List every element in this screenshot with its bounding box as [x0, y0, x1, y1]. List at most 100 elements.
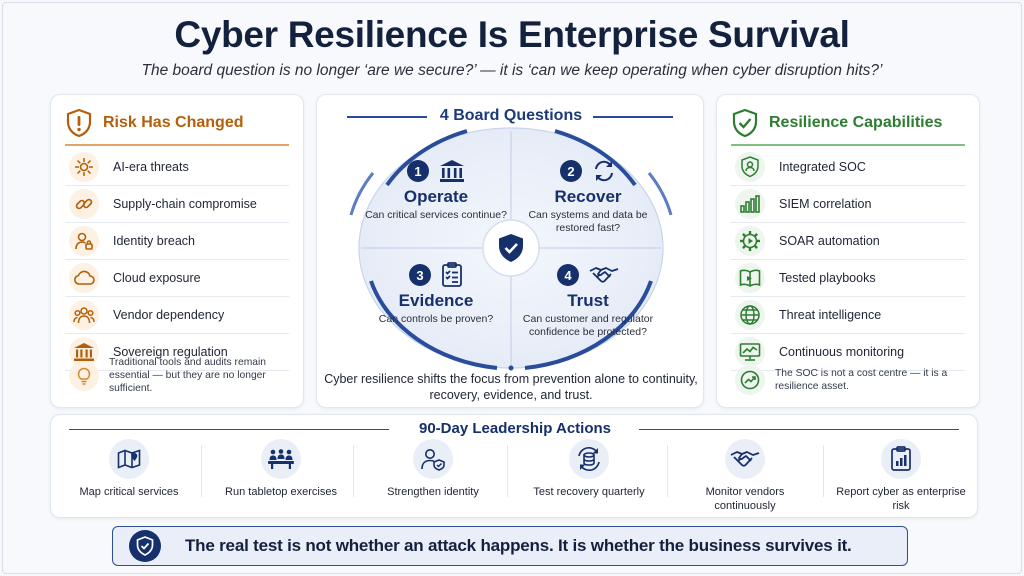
question-text: Can critical services continue?: [365, 209, 507, 221]
action-label: Map critical services: [79, 486, 179, 498]
risk-heading: Risk Has Changed: [103, 114, 244, 131]
question-text: Can controls be proven?: [378, 313, 494, 325]
action-label: Report cyber as enterprise risk: [836, 486, 966, 512]
bank-icon: [440, 160, 464, 182]
action-item: Run tabletop exercises: [211, 439, 351, 499]
question-number: 3: [409, 264, 431, 286]
question-title: Evidence: [398, 291, 474, 310]
question-trust: 4 Trust Can customer and regulator confi…: [513, 261, 663, 339]
question-operate: 1 Operate Can critical services continue…: [361, 157, 511, 222]
risk-item: Sovereign regulation: [65, 334, 289, 371]
globe-icon: [735, 300, 765, 330]
bottom-banner: The real test is not whether an attack h…: [112, 526, 908, 566]
meeting-table-icon: [261, 439, 301, 479]
risk-item-label: Sovereign regulation: [113, 345, 228, 359]
refresh-icon: [595, 160, 613, 182]
risk-heading-rule: [65, 144, 289, 146]
question-evidence: 3 Evidence Can controls be proven?: [361, 261, 511, 326]
book-icon: [735, 263, 765, 293]
divider: [353, 445, 354, 497]
risk-item-label: Identity breach: [113, 234, 195, 248]
action-label: Strengthen identity: [387, 486, 479, 498]
page-subtitle: The board question is no longer ‘are we …: [141, 62, 883, 79]
risk-note: Traditional tools and audits remain esse…: [65, 356, 293, 395]
action-item: Monitor vendors continuously: [675, 439, 815, 513]
action-item: Test recovery quarterly: [519, 439, 659, 499]
heading-rule-left: [69, 429, 389, 430]
clipboard-chart-icon: [881, 439, 921, 479]
gear-play-icon: [735, 226, 765, 256]
capability-item-label: Continuous monitoring: [779, 345, 905, 359]
question-number: 2: [560, 160, 582, 182]
capability-item-label: SIEM correlation: [779, 197, 872, 211]
map-pin-icon: [109, 439, 149, 479]
capability-item: SIEM correlation: [731, 186, 965, 223]
handshake-icon: [725, 439, 765, 479]
action-item: Report cyber as enterprise risk: [831, 439, 971, 513]
question-number: 1: [407, 160, 429, 182]
board-heading: 4 Board Questions: [439, 107, 583, 124]
chain-link-icon: [69, 189, 99, 219]
heading-rule-left: [347, 116, 427, 118]
heading-rule-right: [593, 116, 673, 118]
action-label: Run tabletop exercises: [225, 486, 337, 498]
board-caption: Cyber resilience shifts the focus from p…: [324, 372, 698, 402]
soc-user-shield-icon: [735, 152, 765, 182]
bar-chart-icon: [735, 189, 765, 219]
capability-item-label: Integrated SOC: [779, 160, 866, 174]
risk-item-label: Supply-chain compromise: [113, 197, 257, 211]
capability-item: Continuous monitoring: [731, 334, 965, 371]
action-label: Monitor vendors continuously: [705, 486, 785, 512]
page-title: Cyber Resilience Is Enterprise Survival: [174, 14, 850, 55]
divider: [823, 445, 824, 497]
question-recover: 2 Recover Can systems and data be restor…: [513, 157, 663, 235]
warning-shield-icon: [66, 108, 92, 138]
risk-item: Identity breach: [65, 223, 289, 260]
capabilities-heading-rule: [731, 144, 965, 146]
capability-item-label: Tested playbooks: [779, 271, 876, 285]
question-title: Operate: [403, 187, 469, 206]
banner-text: The real test is not whether an attack h…: [185, 536, 852, 555]
divider: [667, 445, 668, 497]
user-lock-icon: [69, 226, 99, 256]
risk-item: AI-era threats: [65, 149, 289, 186]
risk-item-label: AI-era threats: [113, 160, 189, 174]
growth-chart-icon: [735, 365, 765, 395]
risk-item: Supply-chain compromise: [65, 186, 289, 223]
heading-rule-right: [639, 429, 959, 430]
capabilities-note-text: The SOC is not a cost centre — it is a r…: [775, 368, 948, 392]
actions-panel: 90-Day Leadership Actions Map critical s…: [50, 414, 978, 518]
question-text: Can systems and data be restored fast?: [528, 209, 648, 234]
capability-item-label: SOAR automation: [779, 234, 880, 248]
risk-item: Vendor dependency: [65, 297, 289, 334]
capability-item: Integrated SOC: [731, 149, 965, 186]
question-text: Can customer and regulator confidence be…: [522, 313, 654, 338]
divider: [507, 445, 508, 497]
capabilities-heading: Resilience Capabilities: [769, 114, 943, 131]
risk-item-label: Cloud exposure: [113, 271, 201, 285]
capabilities-note: The SOC is not a cost centre — it is a r…: [731, 365, 969, 395]
cloud-icon: [69, 263, 99, 293]
capability-item-label: Threat intelligence: [779, 308, 882, 322]
capability-item: SOAR automation: [731, 223, 965, 260]
action-label: Test recovery quarterly: [533, 486, 645, 498]
risk-item: Cloud exposure: [65, 260, 289, 297]
capability-item: Tested playbooks: [731, 260, 965, 297]
ai-threat-icon: [69, 152, 99, 182]
question-number: 4: [557, 264, 579, 286]
checklist-icon: [442, 262, 462, 287]
risk-item-label: Vendor dependency: [113, 308, 225, 322]
database-refresh-icon: [569, 439, 609, 479]
capabilities-panel: Resilience Capabilities Integrated SOC S…: [716, 94, 980, 408]
action-item: Map critical services: [59, 439, 199, 499]
risk-panel: Risk Has Changed AI-era threats Supply-c…: [50, 94, 304, 408]
people-icon: [69, 300, 99, 330]
capability-item: Threat intelligence: [731, 297, 965, 334]
monitor-chart-icon: [735, 337, 765, 367]
action-item: Strengthen identity: [363, 439, 503, 499]
shield-check-icon: [129, 530, 161, 562]
shield-check-icon: [499, 234, 523, 262]
risk-note-text: Traditional tools and audits remain esse…: [109, 357, 267, 394]
question-title: Recover: [554, 187, 622, 206]
shield-check-icon: [732, 108, 758, 138]
